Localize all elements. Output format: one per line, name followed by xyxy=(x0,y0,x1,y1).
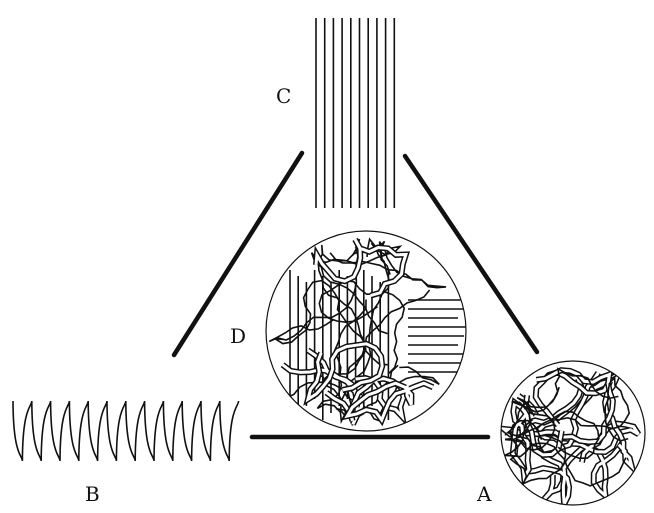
fold-path-b xyxy=(13,401,239,461)
outline-d xyxy=(266,231,466,431)
edge-c-a xyxy=(405,156,537,352)
straight-chains-c xyxy=(316,18,394,208)
coil-strands-a xyxy=(504,369,639,504)
label-c: C xyxy=(276,86,291,106)
label-a: A xyxy=(477,484,491,504)
random-coil-a xyxy=(504,369,639,504)
label-b: B xyxy=(85,484,100,504)
mixed-morphology-d xyxy=(269,239,470,425)
label-d: D xyxy=(230,326,246,346)
tube-strands-d xyxy=(283,239,433,424)
folded-chain-b xyxy=(13,401,239,461)
